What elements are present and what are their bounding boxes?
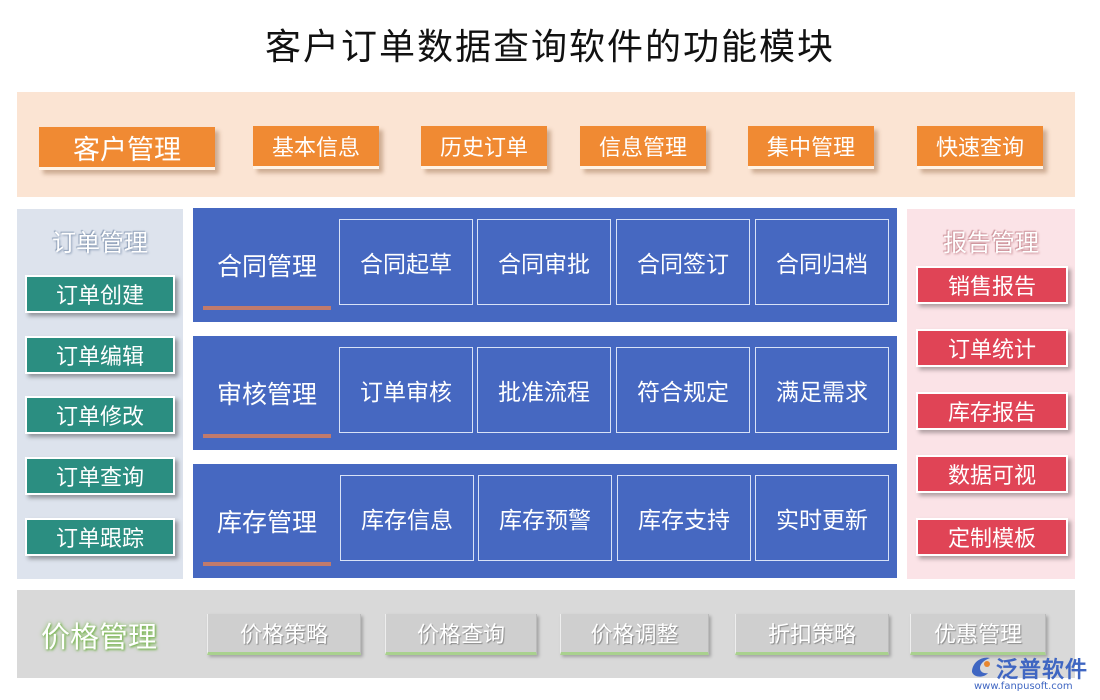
customer-item: 集中管理 xyxy=(748,126,874,169)
price-section-title: 价格管理 xyxy=(41,620,158,654)
order-item: 订单修改 xyxy=(25,396,175,434)
order-item: 订单编辑 xyxy=(25,336,175,374)
report-item: 库存报告 xyxy=(916,392,1068,430)
inventory-row: 库存管理 库存信息 库存预警 库存支持 实时更新 xyxy=(193,464,897,578)
row-cell: 合同起草 xyxy=(339,219,473,305)
order-item: 订单查询 xyxy=(25,457,175,495)
row-cell: 满足需求 xyxy=(755,347,889,433)
row-cell: 实时更新 xyxy=(755,475,889,561)
report-item: 定制模板 xyxy=(916,518,1068,556)
price-item: 优惠管理 xyxy=(910,614,1046,655)
report-item: 数据可视 xyxy=(916,455,1068,493)
order-item: 订单跟踪 xyxy=(25,518,175,556)
report-item: 销售报告 xyxy=(916,266,1068,304)
row-cell: 库存预警 xyxy=(478,475,612,561)
row-label: 库存管理 xyxy=(203,480,331,566)
logo-mark-icon xyxy=(972,657,990,677)
customer-item: 信息管理 xyxy=(580,126,706,169)
row-cell: 库存信息 xyxy=(340,475,474,561)
logo-name: 泛普软件 xyxy=(996,658,1089,683)
report-section-title: 报告管理 xyxy=(943,229,1039,257)
row-cell: 合同审批 xyxy=(477,219,611,305)
price-section: 价格管理 价格策略 价格查询 价格调整 折扣策略 优惠管理 xyxy=(17,590,1075,678)
row-cell: 批准流程 xyxy=(477,347,611,433)
report-section: 报告管理 销售报告 订单统计 库存报告 数据可视 定制模板 xyxy=(907,209,1075,579)
customer-main-box: 客户管理 xyxy=(39,127,215,170)
row-cell: 订单审核 xyxy=(339,347,473,433)
order-item: 订单创建 xyxy=(25,275,175,313)
row-cell: 合同签订 xyxy=(616,219,750,305)
row-cell: 符合规定 xyxy=(616,347,750,433)
row-cell: 库存支持 xyxy=(617,475,751,561)
order-section-title: 订单管理 xyxy=(52,229,148,257)
page-title: 客户订单数据查询软件的功能模块 xyxy=(264,27,835,68)
customer-item: 基本信息 xyxy=(253,126,379,169)
report-item: 订单统计 xyxy=(916,329,1068,367)
customer-section: 客户管理 基本信息 历史订单 信息管理 集中管理 快速查询 xyxy=(17,92,1075,197)
audit-row: 审核管理 订单审核 批准流程 符合规定 满足需求 xyxy=(193,336,897,450)
order-section: 订单管理 订单创建 订单编辑 订单修改 订单查询 订单跟踪 xyxy=(17,209,183,579)
row-label: 审核管理 xyxy=(203,352,331,438)
price-item: 价格策略 xyxy=(207,614,361,655)
price-item: 折扣策略 xyxy=(735,614,889,655)
logo-url: www.fanpusoft.com xyxy=(974,681,1073,692)
customer-item: 快速查询 xyxy=(917,126,1043,169)
row-label: 合同管理 xyxy=(203,224,331,310)
contract-row: 合同管理 合同起草 合同审批 合同签订 合同归档 xyxy=(193,208,897,322)
price-item: 价格查询 xyxy=(385,614,537,655)
brand-logo: 泛普软件 www.fanpusoft.com xyxy=(968,652,1094,696)
row-cell: 合同归档 xyxy=(755,219,889,305)
price-item: 价格调整 xyxy=(560,614,709,655)
customer-item: 历史订单 xyxy=(421,126,547,169)
